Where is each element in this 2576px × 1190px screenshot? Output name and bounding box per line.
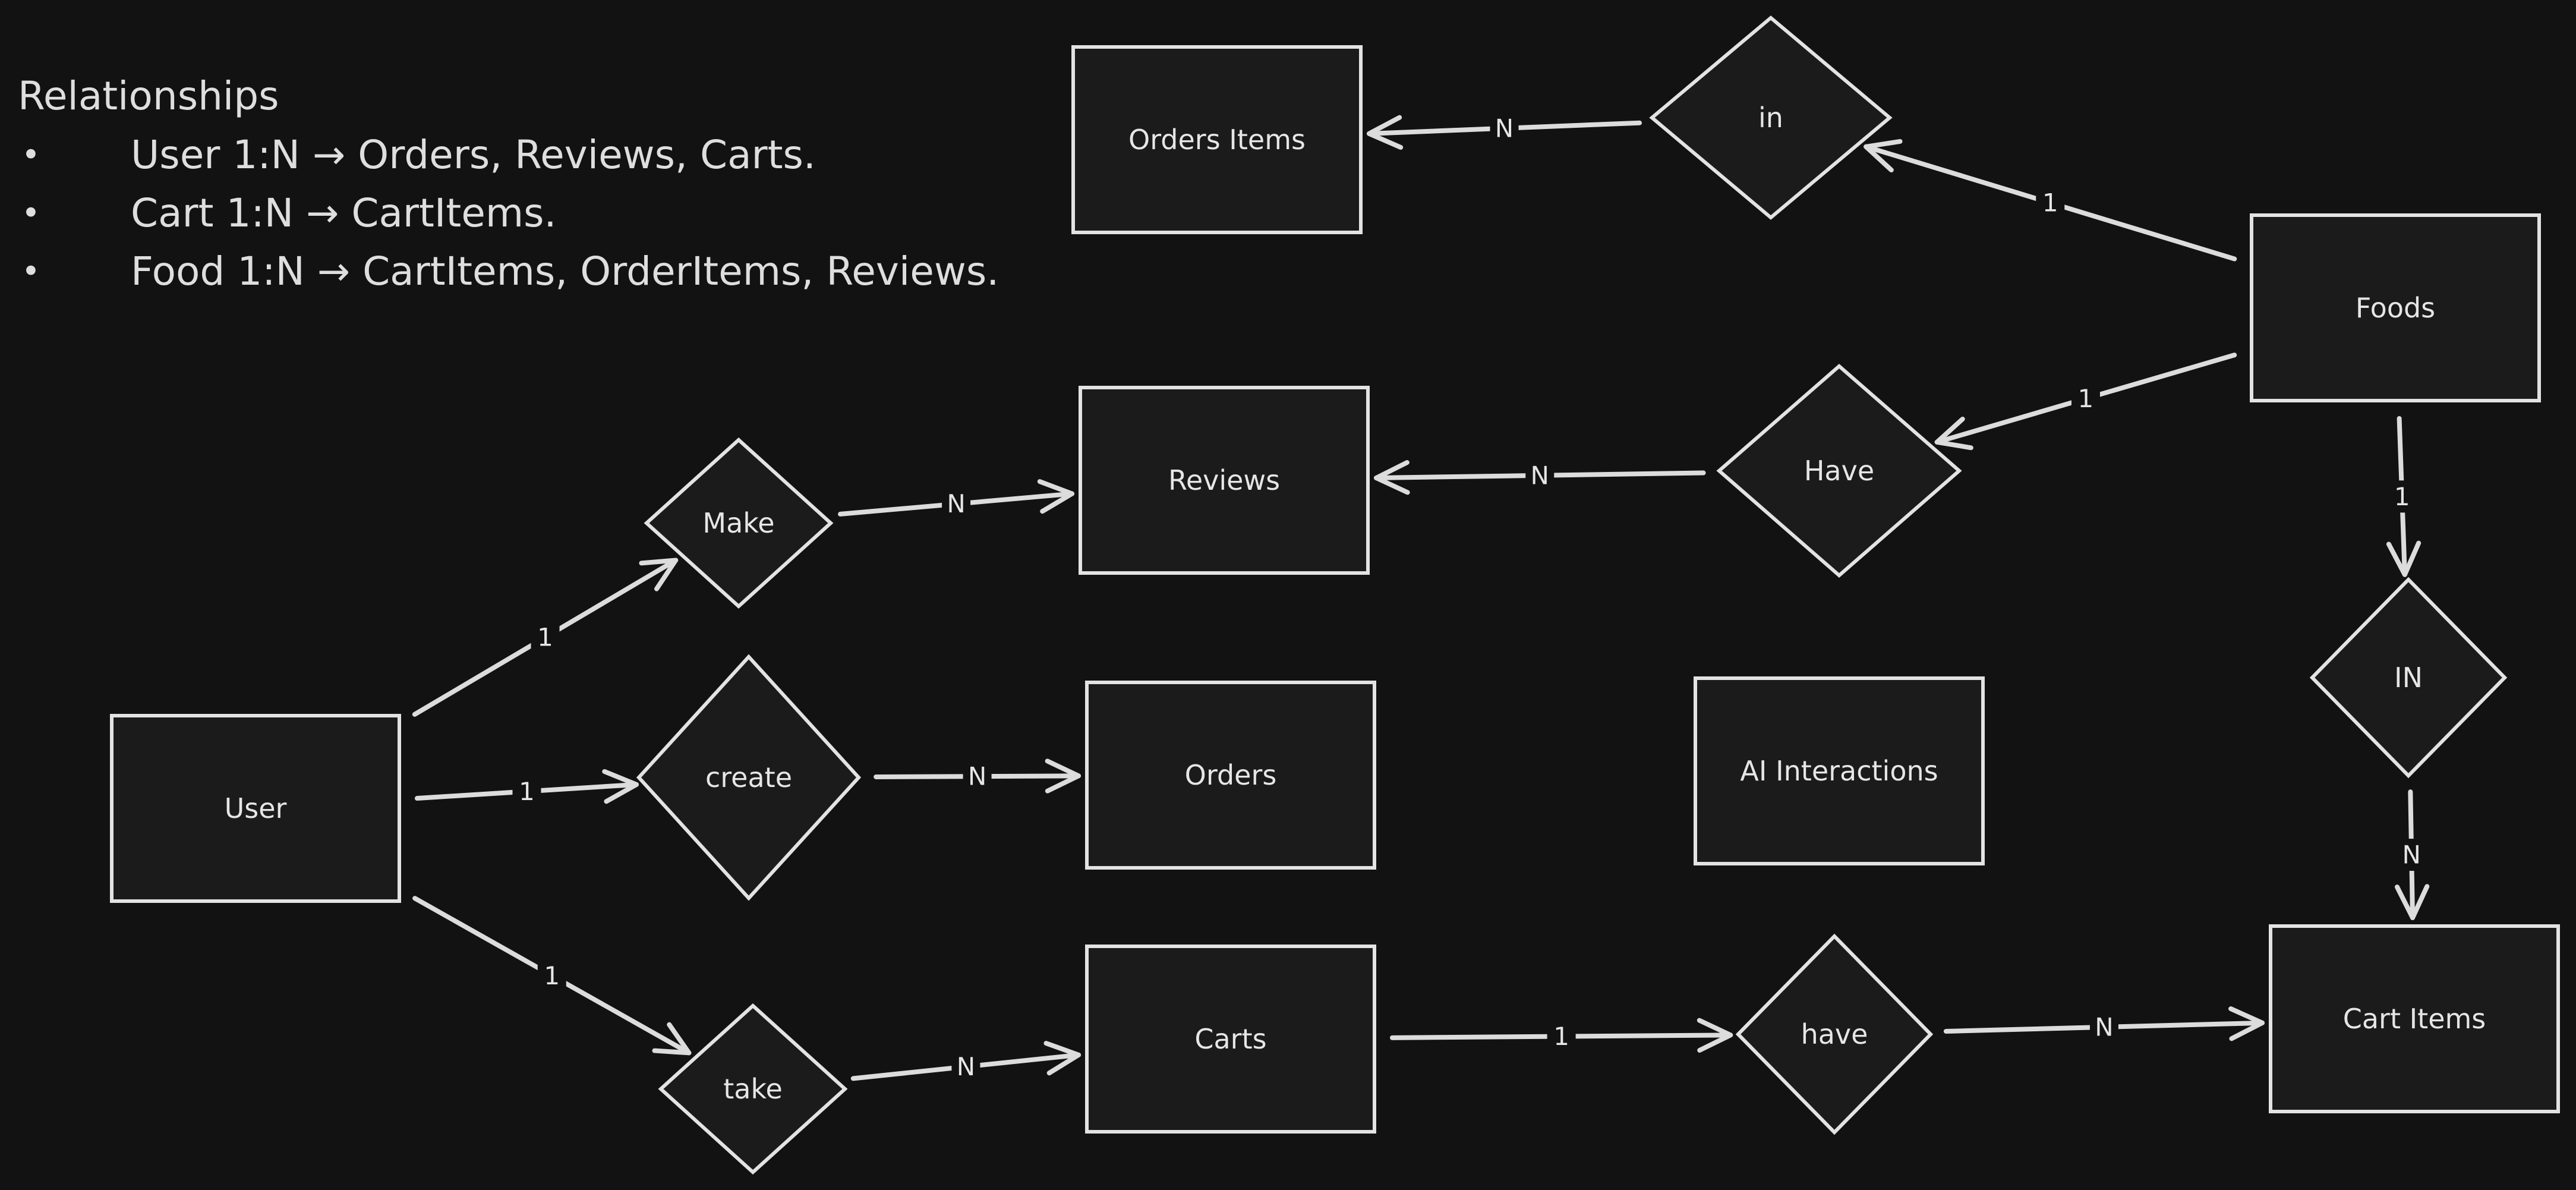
svg-text:1: 1 — [2078, 384, 2094, 413]
edge-layer — [412, 115, 2430, 1081]
cardinality-label: 1 — [531, 621, 560, 654]
svg-text:N: N — [1495, 114, 1514, 143]
cardinality-label: 1 — [1547, 1020, 1576, 1053]
cardinality-label: 1 — [2036, 187, 2065, 219]
entity-label: User — [225, 792, 287, 824]
bullet-icon: • — [21, 136, 40, 174]
bullet-icon: • — [21, 194, 40, 232]
relationship-create[interactable]: create — [636, 654, 862, 901]
svg-text:1: 1 — [2042, 188, 2058, 218]
legend-item-text: User 1:N → Orders, Reviews, Carts. — [131, 132, 816, 178]
svg-text:1: 1 — [519, 777, 535, 806]
relationship-in[interactable]: in — [1649, 15, 1893, 220]
entity-foods[interactable]: Foods — [2250, 213, 2541, 402]
arrowhead-icon — [2228, 1006, 2265, 1041]
arrowhead-icon — [1934, 416, 1973, 451]
arrowhead-icon — [1697, 1018, 1733, 1053]
entity-orders-items[interactable]: Orders Items — [1071, 45, 1363, 234]
cardinality-label: N — [951, 1050, 980, 1083]
svg-text:1: 1 — [2394, 482, 2410, 511]
entity-label: Foods — [2356, 292, 2435, 324]
relationships-legend: Relationships • User 1:N → Orders, Revie… — [18, 67, 999, 301]
relationship-label: Make — [702, 507, 774, 539]
legend-item: • Food 1:N → CartItems, OrderItems, Revi… — [18, 243, 999, 301]
arrowhead-icon — [2394, 884, 2430, 921]
legend-item: • User 1:N → Orders, Reviews, Carts. — [18, 126, 999, 184]
arrowhead-icon — [639, 558, 679, 591]
svg-text:N: N — [947, 489, 965, 518]
legend-item-text: Cart 1:N → CartItems. — [131, 190, 557, 236]
entity-label: Orders Items — [1128, 124, 1306, 156]
entity-label: AI Interactions — [1740, 755, 1938, 787]
entity-cart-items[interactable]: Cart Items — [2269, 924, 2560, 1113]
relationship-label: Have — [1804, 455, 1874, 487]
svg-text:N: N — [968, 762, 986, 791]
arrowhead-icon — [1864, 138, 1903, 173]
relationship-label: have — [1801, 1018, 1868, 1050]
svg-text:N: N — [2095, 1012, 2113, 1041]
svg-text:1: 1 — [1553, 1022, 1569, 1051]
arrowhead-icon — [1045, 758, 1082, 794]
relationship-have-reviews[interactable]: Have — [1716, 364, 1962, 578]
entity-ai-interactions[interactable]: AI Interactions — [1694, 676, 1985, 865]
svg-text:N: N — [957, 1052, 975, 1081]
cardinality-label: N — [2397, 839, 2426, 871]
svg-text:1: 1 — [544, 961, 560, 990]
entity-reviews[interactable]: Reviews — [1079, 386, 1370, 575]
arrowhead-icon — [1037, 479, 1075, 514]
svg-text:N: N — [2402, 840, 2420, 870]
arrowhead-icon — [1043, 1041, 1082, 1076]
relationship-in-cart[interactable]: IN — [2309, 577, 2508, 779]
relationship-take[interactable]: take — [658, 1003, 848, 1175]
entity-label: Cart Items — [2343, 1003, 2486, 1035]
entity-carts[interactable]: Carts — [1085, 945, 1376, 1134]
relationship-label: take — [723, 1073, 783, 1105]
relationship-label: IN — [2394, 662, 2423, 694]
arrowhead-icon — [1373, 460, 1410, 495]
entity-label: Orders — [1185, 759, 1277, 791]
svg-text:1: 1 — [537, 623, 553, 652]
relationship-have-cart[interactable]: have — [1735, 933, 1934, 1135]
cardinality-label: N — [942, 487, 971, 520]
entity-label: Carts — [1194, 1023, 1266, 1055]
arrowhead-icon — [652, 1022, 692, 1056]
relationship-make[interactable]: Make — [644, 437, 834, 609]
legend-item: • Cart 1:N → CartItems. — [18, 184, 999, 243]
arrowhead-icon — [602, 769, 639, 804]
legend-title: Relationships — [18, 73, 279, 119]
cardinality-label: N — [1525, 459, 1555, 492]
cardinality-label: 1 — [512, 775, 541, 808]
cardinality-label: N — [963, 760, 992, 793]
bullet-icon: • — [21, 253, 40, 290]
cardinality-label: 1 — [2071, 382, 2100, 415]
legend-item-text: Food 1:N → CartItems, OrderItems, Review… — [131, 248, 999, 294]
cardinality-label: N — [1490, 112, 1519, 144]
cardinality-label: 1 — [2388, 480, 2417, 513]
arrowhead-icon — [2386, 540, 2421, 577]
svg-text:N: N — [1531, 461, 1549, 490]
cardinality-label: 1 — [537, 959, 566, 992]
entity-user[interactable]: User — [110, 714, 401, 903]
entity-orders[interactable]: Orders — [1085, 681, 1376, 870]
arrowhead-icon — [1366, 115, 1404, 150]
legend-list: • User 1:N → Orders, Reviews, Carts. • C… — [18, 126, 999, 301]
relationship-label: in — [1758, 102, 1783, 134]
relationship-label: create — [705, 761, 792, 794]
entity-label: Reviews — [1168, 464, 1280, 496]
cardinality-label: N — [2089, 1010, 2118, 1043]
